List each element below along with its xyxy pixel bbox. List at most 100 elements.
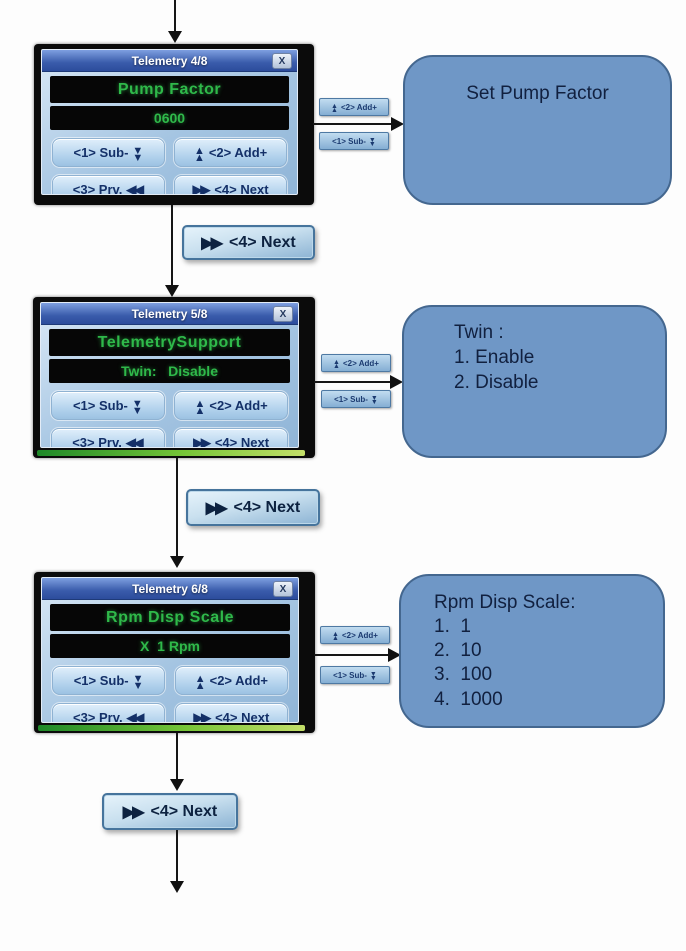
lcd-value-text: X 1 Rpm bbox=[140, 638, 200, 654]
lcd-heading: Rpm Disp Scale bbox=[50, 604, 290, 631]
flow-next-button-3[interactable]: ▶▶ <4> Next bbox=[102, 793, 238, 830]
prev-button[interactable]: <3> Prv. ◀◀ bbox=[51, 428, 165, 448]
next-button[interactable]: ▶▶ <4> Next bbox=[174, 428, 288, 448]
mini-add-label: <2> Add+ bbox=[342, 358, 379, 368]
flow-next-label: <4> Next bbox=[229, 233, 296, 251]
mini-sub-label: <1> Sub- bbox=[334, 394, 368, 404]
sub-button-label: <1> Sub- bbox=[73, 145, 129, 160]
fast-forward-icon: ▶▶ bbox=[201, 234, 223, 252]
close-button[interactable]: X bbox=[273, 306, 293, 322]
next-button[interactable]: ▶▶ <4> Next bbox=[174, 703, 288, 723]
close-button[interactable]: X bbox=[273, 581, 293, 597]
fast-forward-icon: ▶▶ bbox=[193, 434, 211, 448]
double-up-icon: ▲▲ bbox=[332, 630, 339, 642]
annotation-text: 2. Disable bbox=[454, 372, 539, 394]
lcd-heading: Pump Factor bbox=[50, 76, 289, 103]
double-up-icon: ▲▲ bbox=[193, 144, 205, 164]
annotation-rpm-disp-scale: Rpm Disp Scale: 1. 1 2. 10 3. 100 4. 100… bbox=[399, 574, 665, 728]
close-button[interactable]: X bbox=[272, 53, 292, 69]
next-button[interactable]: ▶▶ <4> Next bbox=[174, 175, 287, 195]
annotation-text: Rpm Disp Scale: bbox=[434, 592, 576, 613]
arrow-down-icon bbox=[168, 31, 182, 43]
mini-add-button[interactable]: ▲▲ <2> Add+ bbox=[319, 98, 389, 116]
panel-title: Telemetry 6/8 bbox=[132, 581, 208, 596]
add-button[interactable]: ▲▲ <2> Add+ bbox=[174, 138, 287, 167]
sub-button[interactable]: <1> Sub- ▼▼ bbox=[51, 391, 165, 420]
prev-button[interactable]: <3> Prv. ◀◀ bbox=[52, 175, 165, 195]
lcd-heading-text: Pump Factor bbox=[117, 80, 222, 98]
annotation-set-pump-factor: Set Pump Factor bbox=[403, 55, 672, 205]
lcd-heading: TelemetrySupport bbox=[49, 329, 290, 356]
prev-button-label: <3> Prv. bbox=[72, 435, 122, 448]
fast-forward-icon: ▶▶ bbox=[192, 181, 211, 195]
prev-button[interactable]: <3> Prv. ◀◀ bbox=[52, 703, 166, 723]
flow-line bbox=[171, 205, 173, 286]
mini-add-label: <2> Add+ bbox=[341, 630, 378, 640]
flow-line-to-annotation bbox=[314, 654, 390, 656]
prev-button-label: <3> Prv. bbox=[72, 182, 123, 195]
next-button-label: <4> Next bbox=[214, 182, 269, 195]
titlebar: Telemetry 5/8 X bbox=[41, 303, 298, 325]
mini-add-button[interactable]: ▲▲ <2> Add+ bbox=[321, 354, 391, 372]
rewind-icon: ◀◀ bbox=[126, 181, 144, 195]
double-down-icon: ▼▼ bbox=[132, 144, 144, 164]
double-up-icon: ▲▲ bbox=[194, 397, 206, 417]
mini-add-label: <2> Add+ bbox=[340, 102, 377, 112]
titlebar: Telemetry 6/8 X bbox=[42, 578, 298, 600]
arrow-down-icon bbox=[170, 881, 184, 893]
prev-button-label: <3> Prv. bbox=[72, 710, 123, 723]
flow-line bbox=[176, 733, 178, 780]
arrow-down-icon bbox=[170, 556, 184, 568]
flow-line-to-annotation bbox=[313, 123, 393, 125]
flow-next-button-2[interactable]: ▶▶ <4> Next bbox=[186, 489, 320, 526]
double-down-icon: ▼▼ bbox=[368, 136, 376, 148]
add-button[interactable]: ▲▲ <2> Add+ bbox=[174, 666, 288, 695]
sub-button[interactable]: <1> Sub- ▼▼ bbox=[52, 138, 165, 167]
mini-sub-label: <1> Sub- bbox=[332, 136, 366, 146]
annotation-text: 1. Enable bbox=[454, 347, 535, 369]
flow-line bbox=[176, 830, 178, 882]
button-row: <1> Sub- ▼▼ ▲▲ <2> Add+ bbox=[41, 391, 298, 420]
sub-button-label: <1> Sub- bbox=[73, 673, 129, 688]
mini-sub-button[interactable]: <1> Sub- ▼▼ bbox=[320, 666, 390, 684]
mini-add-button[interactable]: ▲▲ <2> Add+ bbox=[320, 626, 390, 644]
sub-button-label: <1> Sub- bbox=[72, 398, 128, 413]
panel-title: Telemetry 5/8 bbox=[131, 306, 208, 321]
mini-sub-button[interactable]: <1> Sub- ▼▼ bbox=[319, 132, 389, 150]
fast-forward-icon: ▶▶ bbox=[193, 709, 211, 723]
button-row: <3> Prv. ◀◀ ▶▶ <4> Next bbox=[41, 428, 298, 448]
lcd-value-text: 0600 bbox=[153, 110, 186, 126]
mini-sub-button[interactable]: <1> Sub- ▼▼ bbox=[321, 390, 391, 408]
rewind-icon: ◀◀ bbox=[126, 709, 145, 723]
button-row: <1> Sub- ▼▼ ▲▲ <2> Add+ bbox=[42, 666, 298, 695]
flow-next-label: <4> Next bbox=[233, 498, 301, 516]
lcd-value: X 1 Rpm bbox=[50, 634, 290, 658]
flow-line bbox=[176, 458, 178, 557]
lcd-value: Twin: Disable bbox=[49, 359, 290, 383]
annotation-twin-options: Twin : 1. Enable 2. Disable bbox=[402, 305, 667, 458]
flow-next-button-1[interactable]: ▶▶ <4> Next bbox=[182, 225, 315, 260]
sub-button[interactable]: <1> Sub- ▼▼ bbox=[52, 666, 166, 695]
device-screen: Telemetry 4/8 X Pump Factor 0600 <1> Sub… bbox=[41, 49, 298, 195]
next-button-label: <4> Next bbox=[215, 710, 270, 723]
telemetry-screen-6-8: Telemetry 6/8 X Rpm Disp Scale X 1 Rpm <… bbox=[34, 572, 315, 733]
lcd-value-text: Twin: Disable bbox=[121, 363, 218, 379]
button-row: <3> Prv. ◀◀ ▶▶ <4> Next bbox=[42, 175, 297, 195]
add-button-label: <2> Add+ bbox=[209, 673, 269, 688]
lcd-heading-text: Rpm Disp Scale bbox=[106, 608, 234, 626]
double-down-icon: ▼▼ bbox=[132, 672, 144, 692]
button-row: <3> Prv. ◀◀ ▶▶ <4> Next bbox=[42, 703, 298, 723]
panel-title: Telemetry 4/8 bbox=[131, 53, 208, 68]
flow-line-to-annotation bbox=[314, 381, 392, 383]
telemetry-screen-5-8: Telemetry 5/8 X TelemetrySupport Twin: D… bbox=[33, 297, 315, 458]
flow-next-label: <4> Next bbox=[150, 802, 218, 820]
annotation-text: 1. 1 bbox=[434, 616, 471, 638]
double-up-icon: ▲▲ bbox=[194, 672, 206, 692]
double-up-icon: ▲▲ bbox=[331, 102, 338, 114]
mini-sub-label: <1> Sub- bbox=[333, 670, 367, 680]
arrow-down-icon bbox=[170, 779, 184, 791]
add-button[interactable]: ▲▲ <2> Add+ bbox=[174, 391, 288, 420]
lcd-heading-text: TelemetrySupport bbox=[97, 333, 242, 351]
arrow-right-icon bbox=[390, 375, 403, 389]
